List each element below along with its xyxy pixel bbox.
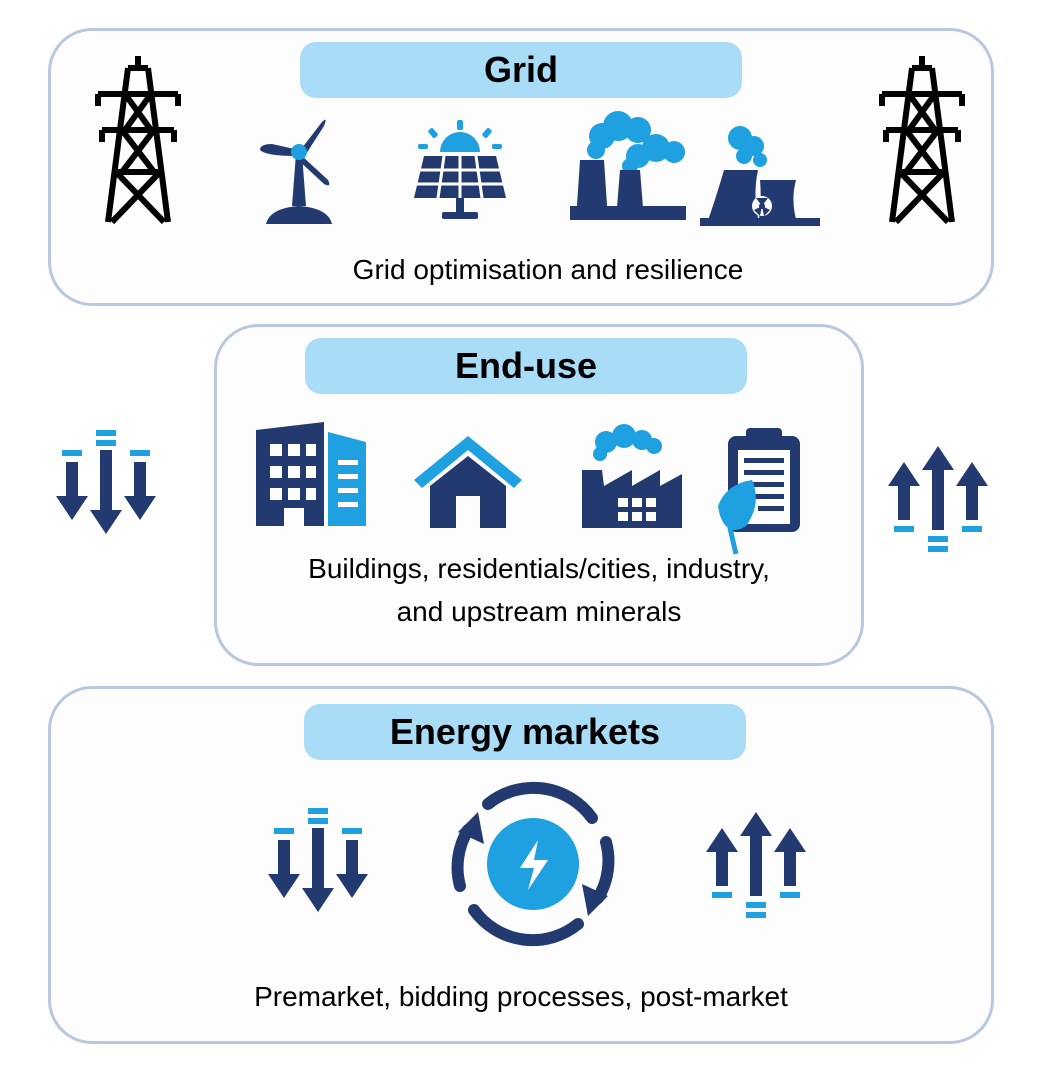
power-plant-icon	[566, 108, 690, 224]
factory-icon	[578, 424, 684, 530]
end-use-caption-line-1: Buildings, residentials/cities, industry…	[308, 553, 770, 584]
down-arrows-icon	[54, 428, 162, 538]
down-arrows-icon	[266, 806, 374, 916]
energy-markets-title: Energy markets	[304, 704, 746, 760]
wind-turbine-icon	[252, 114, 344, 226]
solar-panel-icon	[408, 118, 512, 222]
grid-caption: Grid optimisation and resilience	[352, 254, 744, 285]
end-use-title: End-use	[305, 338, 747, 394]
transmission-tower-icon	[94, 54, 182, 226]
energy-markets-caption: Premarket, bidding processes, post-marke…	[254, 981, 788, 1012]
energy-cycle-icon	[442, 781, 624, 947]
up-arrows-icon	[704, 810, 812, 920]
up-arrows-icon	[886, 444, 994, 554]
grid-title: Grid	[300, 42, 742, 98]
house-icon	[410, 432, 526, 530]
end-use-caption-line-2: and upstream minerals	[396, 596, 682, 627]
nuclear-plant-icon	[700, 122, 822, 226]
office-building-icon	[254, 420, 370, 528]
clipboard-leaf-icon	[712, 426, 808, 558]
transmission-tower-icon	[878, 54, 966, 226]
